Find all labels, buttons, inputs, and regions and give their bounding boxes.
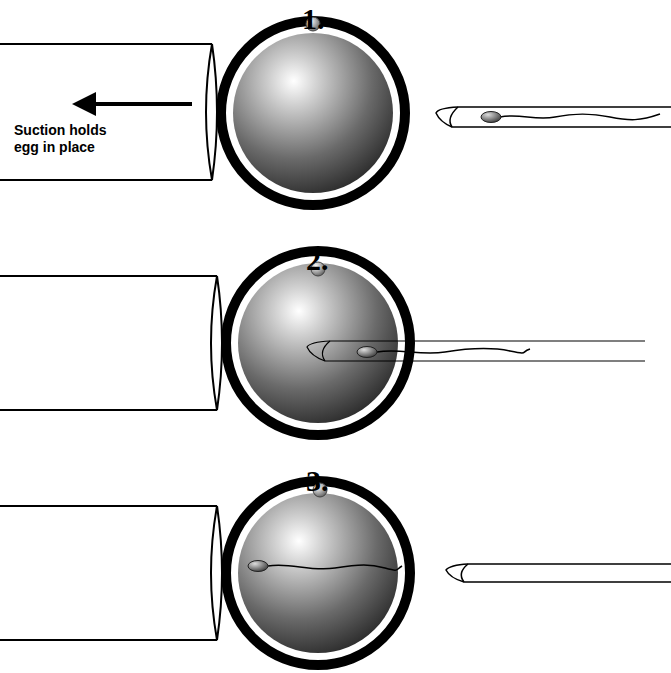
suction-arrow [92, 102, 192, 106]
step-number: 2. [306, 245, 329, 275]
step-number: 1. [302, 4, 325, 34]
zona-pellucida [226, 251, 410, 435]
sperm-tail [377, 348, 530, 353]
suction-note: Suction holds egg in place [14, 122, 134, 156]
needle-tip [450, 107, 458, 127]
sperm-tail [268, 565, 402, 570]
step-number: 3. [306, 466, 329, 496]
sperm-head [248, 561, 268, 572]
holding-pipette [0, 505, 217, 507]
holding-pipette [0, 639, 217, 641]
panel-3 [0, 481, 671, 665]
injection-needle [436, 107, 671, 127]
egg-cell [238, 493, 398, 653]
sperm-head [481, 112, 501, 123]
panel-2 [0, 251, 645, 435]
injection-needle [446, 564, 671, 582]
zona-pellucida [221, 21, 405, 205]
egg-cell [233, 33, 393, 193]
holding-pipette [0, 179, 212, 181]
pipette-tip [211, 276, 222, 410]
holding-pipette [0, 43, 212, 45]
needle-tip [322, 341, 330, 361]
pipette-tip [206, 44, 217, 180]
pipette-tip [211, 506, 222, 640]
zona-pellucida [226, 481, 410, 665]
needle-tip [461, 564, 468, 582]
injection-needle [307, 341, 645, 361]
sperm-tail [500, 114, 660, 120]
egg-cell [238, 263, 398, 423]
holding-pipette [0, 275, 217, 277]
sperm-head [357, 347, 377, 358]
holding-pipette [0, 409, 217, 411]
panel-1 [0, 17, 671, 205]
